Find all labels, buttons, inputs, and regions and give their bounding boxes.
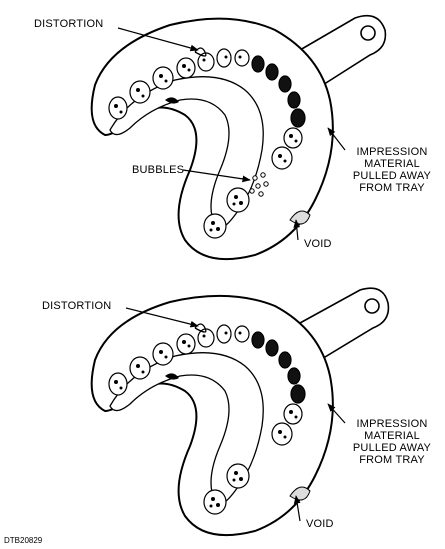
air-bubbles xyxy=(249,172,269,197)
label-distortion: DISTORTION xyxy=(42,300,112,312)
tray-handle-hole xyxy=(360,25,376,41)
label-bubbles: BUBBLES xyxy=(132,164,185,176)
teeth-impressions xyxy=(108,324,306,515)
palate-mark xyxy=(165,373,179,380)
palate-mark xyxy=(165,97,179,104)
label-pulled-away: IMPRESSION MATERIAL PULLED AWAY FROM TRA… xyxy=(352,146,432,194)
label-pulled-away: IMPRESSION MATERIAL PULLED AWAY FROM TRA… xyxy=(352,418,432,466)
teeth-speckle xyxy=(114,55,298,232)
figure-id: DTB20829 xyxy=(4,536,43,545)
label-distortion: DISTORTION xyxy=(34,18,104,30)
void-leader xyxy=(293,495,301,522)
impression-diagram-bottom: DISTORTION IMPRESSION MATERIAL PULLED AW… xyxy=(0,278,445,548)
impression-tray-drawing-bottom xyxy=(90,287,390,537)
distortion-leader xyxy=(125,307,199,328)
distortion-leader xyxy=(117,27,199,52)
pulled-away-leader xyxy=(327,127,346,151)
impression-diagram-top: DISTORTION BUBBLES IMPRESSION MATERIAL P… xyxy=(0,0,445,270)
impression-tray-drawing-top xyxy=(90,14,387,261)
bubbles-leader xyxy=(182,169,251,183)
label-void: VOID xyxy=(306,518,334,530)
tray-handle-hole xyxy=(364,298,380,314)
pulled-away-leader xyxy=(327,403,346,424)
teeth-impressions xyxy=(108,48,306,239)
teeth-speckle xyxy=(114,331,298,508)
void-leader xyxy=(293,219,301,241)
label-void: VOID xyxy=(304,238,332,250)
